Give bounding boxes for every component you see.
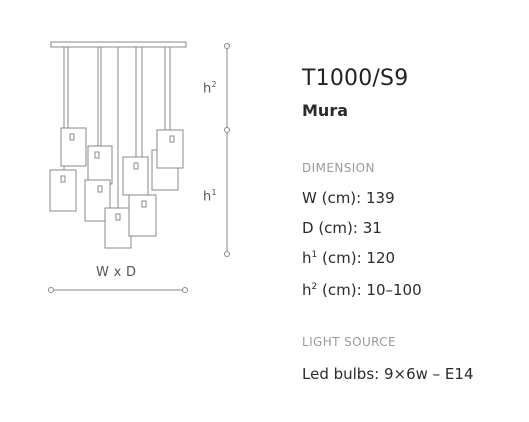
lamp-shade xyxy=(60,127,87,167)
lamp-shade xyxy=(128,194,157,237)
lamp-shade xyxy=(49,169,77,212)
light-source-spec: Led bulbs: 9×6w – E14 xyxy=(302,365,474,383)
product-name: Mura xyxy=(302,101,348,120)
h1-spec: h1 (cm): 120 xyxy=(302,249,396,267)
lamp-dimension-drawing xyxy=(48,41,230,293)
width-depth-label: W x D xyxy=(96,265,137,280)
depth-spec: D (cm): 31 xyxy=(302,219,382,237)
lamp-shade xyxy=(122,156,149,196)
ceiling-canopy xyxy=(50,41,187,48)
lamp-shade xyxy=(87,145,113,185)
dimension-endpoint xyxy=(224,43,230,49)
h2-dimension-label: h2 xyxy=(203,80,217,97)
width-spec: W (cm): 139 xyxy=(302,189,395,207)
h2-spec: h2 (cm): 10–100 xyxy=(302,281,422,299)
h1-dimension-label: h1 xyxy=(203,188,217,205)
dimension-endpoint xyxy=(48,287,54,293)
dimension-endpoint xyxy=(182,287,188,293)
dimension-midpoint xyxy=(224,127,230,133)
light-source-heading: LIGHT SOURCE xyxy=(302,335,397,349)
lamp-shade xyxy=(156,129,184,169)
dimension-heading: DIMENSION xyxy=(302,161,375,175)
product-code: T1000/S9 xyxy=(302,66,409,91)
dimension-endpoint xyxy=(224,251,230,257)
lamp-shade xyxy=(104,207,132,249)
